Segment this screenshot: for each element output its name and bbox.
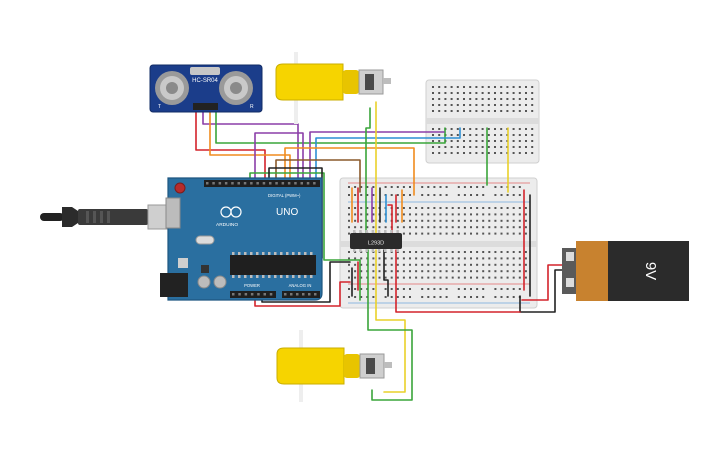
- battery-9v[interactable]: 9V: [562, 241, 689, 301]
- main-breadboard-holes: [348, 186, 527, 298]
- wire-motor2-green[interactable]: [367, 249, 413, 401]
- wire-motor1-green[interactable]: [365, 107, 371, 236]
- main-breadboard[interactable]: [339, 177, 538, 309]
- wire-sensor-echo[interactable]: [209, 107, 291, 187]
- battery-voltage-label: 9V: [642, 262, 659, 280]
- usb-cable: [40, 204, 171, 230]
- wire-power-red[interactable]: [254, 281, 351, 307]
- wire-motor2-yellow[interactable]: [375, 249, 406, 393]
- sensor-pin-r-label: R: [250, 104, 254, 110]
- l293d-chip[interactable]: L293D: [350, 230, 402, 252]
- mini-breadboard-holes: [432, 86, 534, 154]
- digital-label: DIGITAL (PWM~): [268, 193, 301, 198]
- mini-breadboard[interactable]: [425, 79, 540, 164]
- wire-battery-black[interactable]: [519, 269, 566, 313]
- sensor-pin-t-label: T: [158, 104, 161, 110]
- arduino-brand-label: ARDUINO: [216, 222, 238, 228]
- power-label: POWER: [244, 283, 260, 288]
- wire-sensor-trig[interactable]: [202, 107, 299, 187]
- analog-label: ANALOG IN: [289, 283, 312, 288]
- dc-motor-top[interactable]: [275, 52, 391, 124]
- wire-orange-2[interactable]: [284, 147, 415, 196]
- uno-label: UNO: [276, 207, 298, 218]
- wire-blue-1[interactable]: [315, 127, 461, 187]
- wire-green-1[interactable]: [249, 172, 361, 301]
- digital-header[interactable]: [204, 180, 320, 187]
- arduino-uno[interactable]: DIGITAL (PWM~) UNO ARDUINO POWER ANALOG …: [160, 177, 323, 301]
- dc-motor-bottom[interactable]: [276, 330, 392, 402]
- chip-label: L293D: [368, 241, 384, 247]
- wire-sensor-vcc[interactable]: [195, 107, 266, 187]
- power-header[interactable]: [230, 291, 320, 298]
- sensor-model-label: HC-SR04: [192, 78, 218, 84]
- wire-sensor-gnd[interactable]: [215, 107, 446, 144]
- wire-red-vcc[interactable]: [387, 204, 521, 313]
- wires: [195, 101, 566, 401]
- chip-pins: [353, 230, 399, 252]
- wire-battery-red[interactable]: [521, 264, 566, 301]
- wire-black-gnd[interactable]: [383, 249, 389, 297]
- ultrasonic-sensor[interactable]: HC-SR04 T R: [149, 64, 263, 113]
